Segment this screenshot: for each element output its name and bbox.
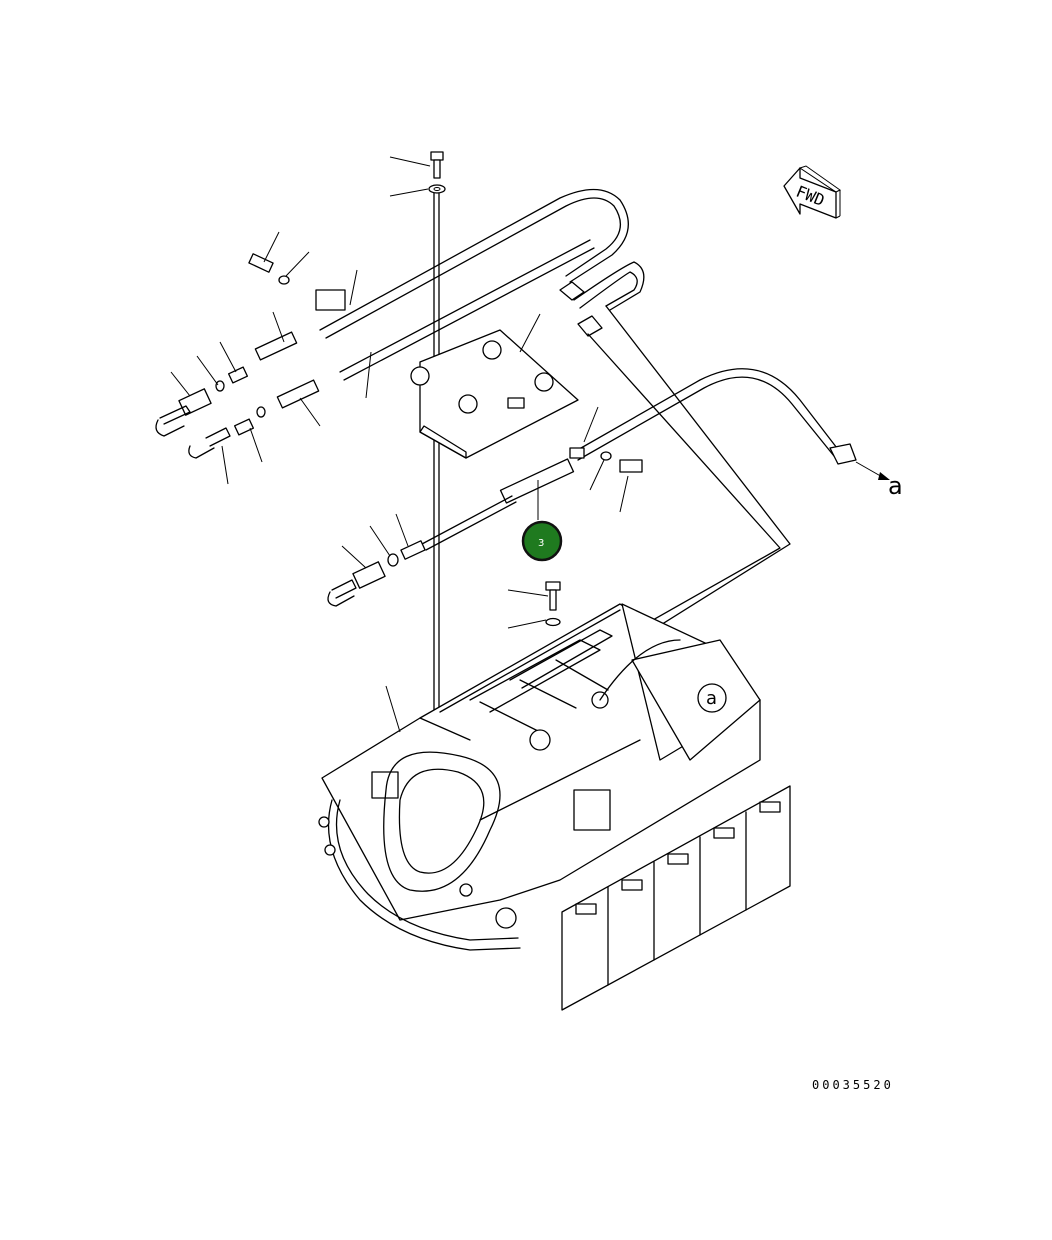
figure-number: 00035520 xyxy=(812,1078,894,1092)
leader-lines xyxy=(170,156,629,733)
detail-label: a xyxy=(706,688,717,709)
main-hose: a xyxy=(573,368,903,500)
main-unit: a xyxy=(318,603,791,1011)
vertical-rod xyxy=(433,187,440,711)
fwd-arrow-icon: FWD xyxy=(783,165,841,219)
lower-bolt xyxy=(545,581,561,627)
upper-hose-loop xyxy=(319,188,791,659)
middle-fittings xyxy=(327,447,643,607)
upper-left-fittings xyxy=(155,253,346,459)
callout-3-label: 3 xyxy=(538,538,544,549)
callout-3-marker[interactable] xyxy=(521,520,563,562)
callout-3[interactable]: 3 xyxy=(521,520,563,562)
top-bolt xyxy=(428,151,446,194)
mounting-bracket xyxy=(410,329,579,459)
connection-label: a xyxy=(888,472,903,500)
